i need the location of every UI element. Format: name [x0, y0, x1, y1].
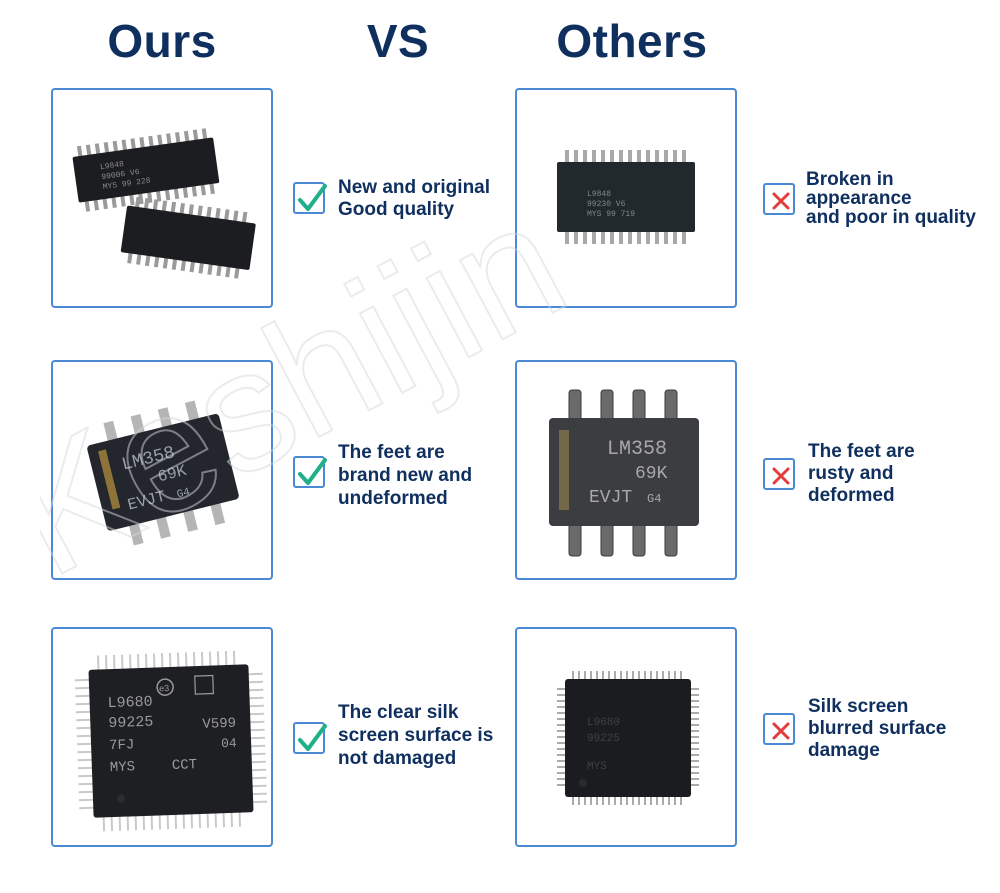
ours-caption-3: The clear silk screen surface is not dam…: [338, 702, 494, 769]
chip-marking-line2: 99225: [587, 733, 620, 745]
chip-marking-line1: L9848: [587, 190, 611, 199]
chip-marking-line6: MYS: [110, 759, 136, 776]
cross-icon: [763, 713, 795, 745]
check-icon: [293, 182, 327, 214]
chip-marking-line4: 7FJ: [109, 737, 135, 754]
chip-marking-line1: LM358: [607, 438, 667, 461]
chip-marking-line3: MYS: [587, 761, 607, 773]
qfp-chip-graphic: L9680 99225 V599 7FJ 04 MYS CCT e3: [74, 650, 268, 832]
cross-icon: [763, 458, 795, 490]
chip-marking-line1: L9848: [100, 160, 125, 172]
chip-marking-line7: CCT: [172, 757, 198, 774]
check-icon: [293, 456, 327, 488]
so8-chip-rusty-graphic: LM358 69K EVJT G4: [549, 389, 699, 557]
so8-chip-graphic: LM358 69K EVJT G4: [87, 400, 239, 546]
ours-chip-image-2: LM358 69K EVJT G4: [51, 360, 273, 580]
chip-marking-line3: MYS 99 719: [587, 210, 635, 219]
others-heading: Others: [556, 15, 708, 67]
soic-chip-graphic: L9848 99230 V6 MYS 99 719: [557, 150, 695, 244]
soic-chip-pair-graphic: L9848 99006 V6 MYS 99 228: [72, 128, 256, 279]
chip-marking-line8: e3: [159, 683, 169, 693]
chip-marking-line4: G4: [647, 492, 661, 506]
vs-heading: VS: [366, 15, 430, 67]
ours-caption-1: New and original Good quality: [338, 177, 491, 220]
ours-heading: Ours: [107, 15, 217, 67]
qr-code-icon: [194, 674, 214, 695]
chip-marking-line4: G4: [176, 486, 192, 501]
check-icon: [293, 722, 327, 754]
chip-marking-line2: 99230 V6: [587, 200, 626, 209]
cross-icon: [763, 183, 795, 215]
others-caption-1: Broken in appearance and poor in quality: [806, 169, 976, 228]
others-chip-image-2: LM358 69K EVJT G4: [515, 360, 737, 580]
others-caption-3: Silk screen blurred surface damage: [808, 696, 947, 761]
chip-marking-line3: V599: [202, 716, 236, 733]
ours-chip-image-3: L9680 99225 V599 7FJ 04 MYS CCT e3: [51, 627, 273, 847]
chip-marking-line2: 69K: [635, 464, 668, 484]
qfp-chip-damaged-graphic: L9680 99225 MYS: [557, 671, 699, 805]
chip-marking-line5: 04: [221, 736, 237, 752]
chip-marking-line3: EVJT: [589, 488, 632, 508]
ours-caption-2: The feet are brand new and undeformed: [338, 442, 473, 509]
others-chip-image-1: L9848 99230 V6 MYS 99 719: [515, 88, 737, 308]
chip-marking-line2: 99225: [108, 714, 154, 733]
chip-marking-line1: L9680: [107, 694, 153, 713]
others-chip-image-3: L9680 99225 MYS: [515, 627, 737, 847]
others-caption-2: The feet are rusty and deformed: [808, 441, 915, 506]
ours-chip-image-1: L9848 99006 V6 MYS 99 228: [51, 88, 273, 308]
chip-marking-line1: L9680: [587, 717, 620, 729]
